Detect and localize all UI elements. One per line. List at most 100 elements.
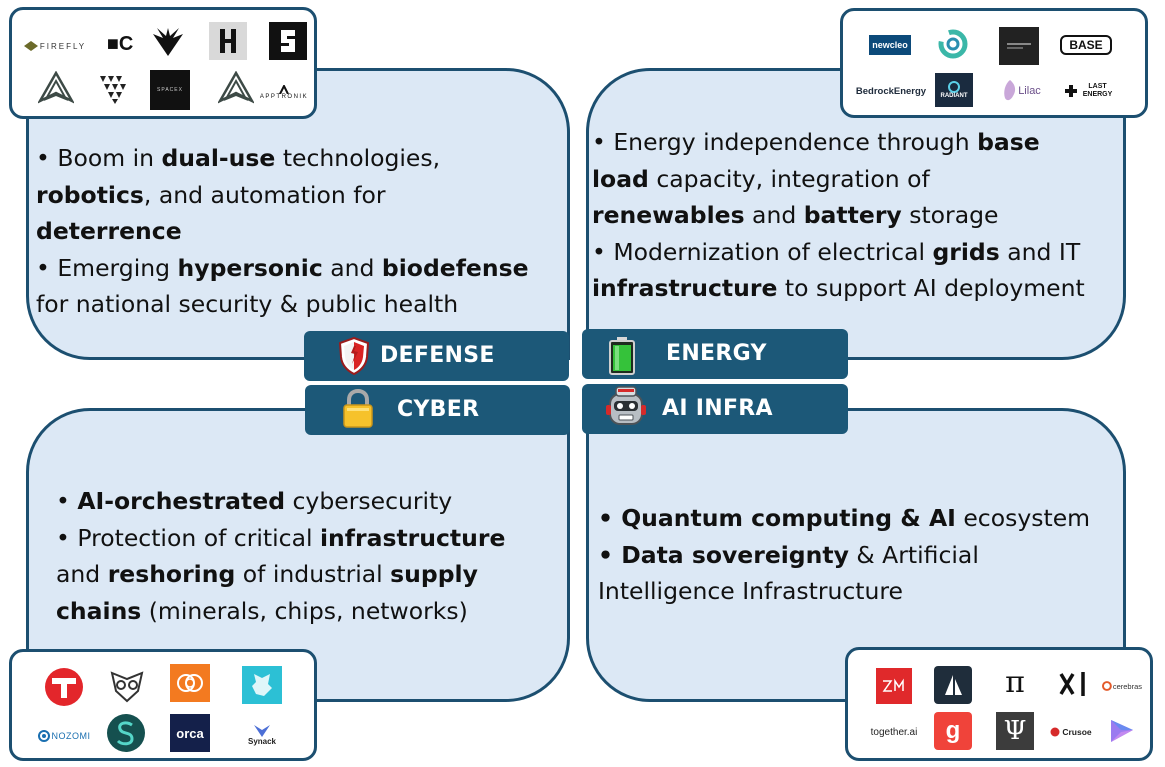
text-run: • Boom in [36,144,162,172]
firefly-logo: FIREFLY [20,36,90,56]
robot-icon [606,386,646,432]
energy-label-text: ENERGY [666,341,767,366]
text-line: and reshoring of industrial supply [56,556,505,593]
text-line: for national security & public health [36,286,529,323]
bold-run: infrastructure [320,523,506,552]
apptronik-logo: APPTRONIK [254,80,314,104]
bold-run: supply [390,560,478,588]
padlock-icon [341,388,375,433]
cyber-label-text: CYBER [397,397,480,422]
text-run: and IT [999,237,1081,266]
text-line: • Data sovereignty & Artificial [598,537,1090,574]
base-logo: BASE [1060,35,1112,55]
owl-logo [108,668,146,706]
cyber-text: • AI-orchestrated cybersecurity• Protect… [56,483,505,629]
bold-run: • Quantum computing & AI [598,504,956,532]
text-run: and [56,560,108,588]
xai-logo [1056,666,1090,702]
text-line: load capacity, integration of [592,161,1085,198]
text-line: • Protection of critical infrastructure [56,520,505,557]
red-circle-logo [42,666,86,708]
teal-lion-logo [242,666,282,704]
shield-icon [338,336,370,379]
bold-run: renewables [592,201,745,229]
bold-run: battery [803,201,902,229]
text-run: cybersecurity [285,487,453,515]
text-run: & Artificial [848,540,979,569]
ai-infra-text: • Quantum computing & AI ecosystem• Data… [598,500,1090,610]
psi-logo: Ψ [996,712,1034,750]
text-run: • Protection of critical [56,523,320,552]
text-run: storage [901,201,999,229]
text-line: infrastructure to support AI deployment [592,270,1085,307]
dark-square-logo [999,27,1039,65]
triangle-pattern-logo [98,72,130,106]
bold-run: AI-orchestrated [77,487,286,515]
text-line: chains (minerals, chips, networks) [56,593,505,630]
bold-run: chains [56,596,142,625]
defense-label-text: DEFENSE [380,343,495,368]
bird-wing-logo [150,26,186,60]
last-energy-logo: LAST ENERGY [1057,79,1123,103]
text-line: renewables and battery storage [592,197,1085,234]
red-zm-logo [876,668,912,704]
text-run: • Emerging [36,253,178,282]
bold-run: reshoring [107,560,236,588]
bold-run: hypersonic [177,253,323,282]
together-ai-logo: together.ai [870,726,918,738]
text-line: deterrence [36,213,529,250]
arrowhead-logo [36,70,76,108]
s-block-logo [269,22,307,60]
orca-security-logo: orca [170,714,210,752]
spacex-logo: SPACEX [150,70,190,110]
bold-run: deterrence [36,217,182,245]
pi-logo: π [1005,664,1025,700]
bold-run: grids [932,237,1000,266]
text-run: capacity, integration of [648,164,930,193]
swirl-logo [935,27,971,61]
mc-logo: ■C [106,32,134,55]
text-run: technologies, [275,144,441,172]
battery-icon [608,337,636,379]
text-run: of industrial [235,560,391,588]
text-line: • Emerging hypersonic and biodefense [36,250,529,287]
defense-logo-box: FIREFLY ■C SPACEX APPTRONIK [9,7,317,119]
text-line: • AI-orchestrated cybersecurity [56,483,505,520]
bold-run: dual-use [161,144,276,172]
text-run: for national security & public health [36,290,459,318]
defense-label: DEFENSE [304,331,569,381]
text-run: • Modernization of electrical [592,237,933,266]
newcleo-logo: newcleo [869,35,911,55]
text-line: robotics, and automation for [36,177,529,214]
teal-s-logo [104,712,148,754]
radiant-logo: RADIANT [935,73,973,107]
bold-run: base [977,128,1040,156]
red-g-logo: g [934,712,972,750]
crusoe-logo: Crusoe [1044,722,1098,742]
h-block-logo [209,22,247,60]
text-run: and [744,201,804,229]
gradient-logo [1106,716,1138,746]
text-run: ecosystem [955,504,1091,532]
bold-run: biodefense [381,253,529,282]
nozomi-networks-logo: NOZOMI [34,726,94,746]
text-line: • Boom in dual-use technologies, [36,140,529,177]
text-line: • Energy independence through base [592,124,1085,161]
text-run: and [322,253,382,282]
orange-rings-logo [170,664,210,702]
bold-run: infrastructure [592,274,778,302]
dark-sail-logo [934,666,972,704]
bold-run: load [592,164,649,193]
arrowhead-logo-2 [216,70,256,108]
text-line: Intelligence Infrastructure [598,573,1090,610]
bedrock-energy-logo: BedrockEnergy [855,85,927,97]
defense-text: • Boom in dual-use technologies,robotics… [36,140,529,323]
cyber-label: CYBER [305,385,570,435]
text-run: (minerals, chips, networks) [141,596,468,625]
energy-label: ENERGY [582,329,848,379]
ai-infra-label-text: AI INFRA [662,396,773,421]
text-run: • [56,487,78,515]
text-line: • Quantum computing & AI ecosystem [598,500,1090,537]
ai-infra-label: AI INFRA [582,384,848,434]
